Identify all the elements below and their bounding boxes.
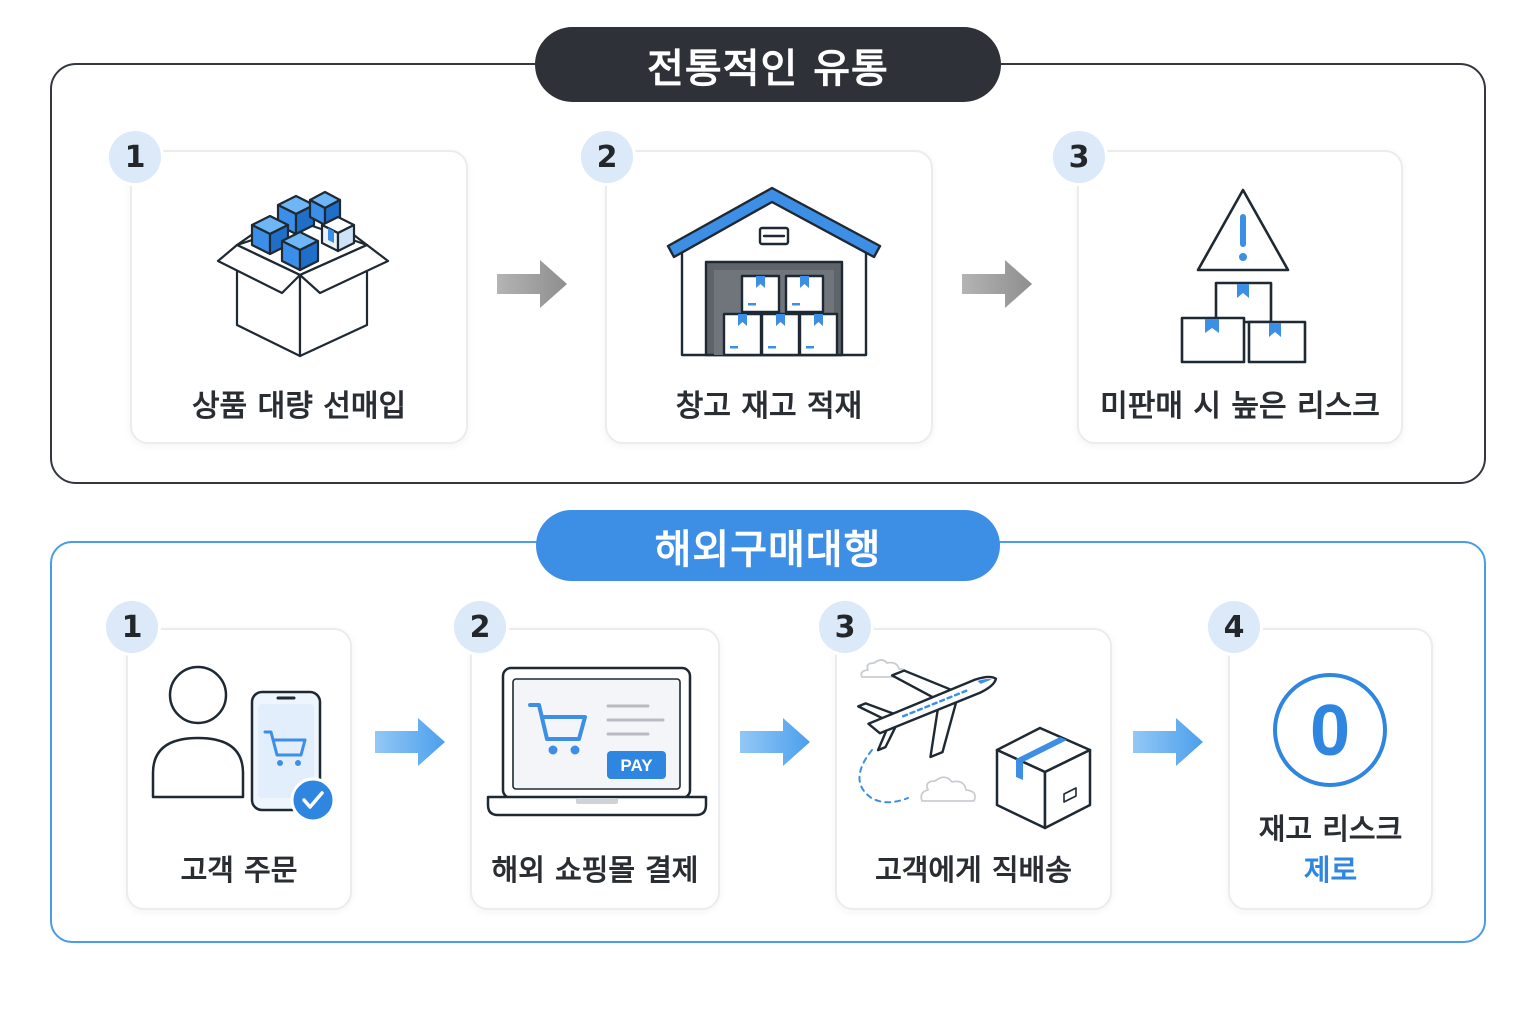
zero-circle-icon: 0	[1273, 673, 1387, 787]
step-number-badge: 1	[106, 601, 158, 653]
arrow-right-icon	[497, 260, 567, 308]
zero-value: 0	[1310, 691, 1350, 771]
open-box-with-cubes-icon	[216, 190, 390, 358]
traditional-section-title: 전통적인 유통	[535, 27, 1001, 102]
step-label: 상품 대량 선매입	[191, 389, 407, 424]
step-label: 고객 주문	[180, 853, 298, 887]
arrow-right-icon	[375, 718, 445, 766]
arrow-right-icon	[1133, 718, 1203, 766]
step-label: 재고 리스크	[1258, 812, 1403, 846]
pay-button	[607, 751, 666, 779]
warehouse-icon	[666, 186, 882, 357]
arrow-right-icon	[740, 718, 810, 766]
step-highlight-label: 제로	[1303, 853, 1358, 887]
step-label: 해외 쇼핑몰 결제	[491, 853, 699, 887]
step-label: 고객에게 직배송	[875, 853, 1072, 887]
step-number-badge: 4	[1208, 601, 1260, 653]
step-number-badge: 2	[581, 131, 633, 183]
customer-phone-order-icon	[151, 665, 336, 823]
arrow-right-icon	[962, 260, 1032, 308]
agency-section-title: 해외구매대행	[536, 510, 1000, 581]
step-number-badge: 3	[819, 601, 871, 653]
step-number-badge: 3	[1053, 131, 1105, 183]
airplane-delivery-icon	[857, 659, 1092, 830]
step-label: 창고 재고 적재	[675, 389, 863, 424]
pay-button-label: PAY	[620, 756, 653, 775]
warning-stacked-boxes-icon	[1180, 188, 1307, 364]
laptop-cart-icon: PAY	[486, 666, 708, 817]
step-number-badge: 1	[109, 131, 161, 183]
step-label: 미판매 시 높은 리스크	[1100, 389, 1380, 424]
step-number-badge: 2	[454, 601, 506, 653]
